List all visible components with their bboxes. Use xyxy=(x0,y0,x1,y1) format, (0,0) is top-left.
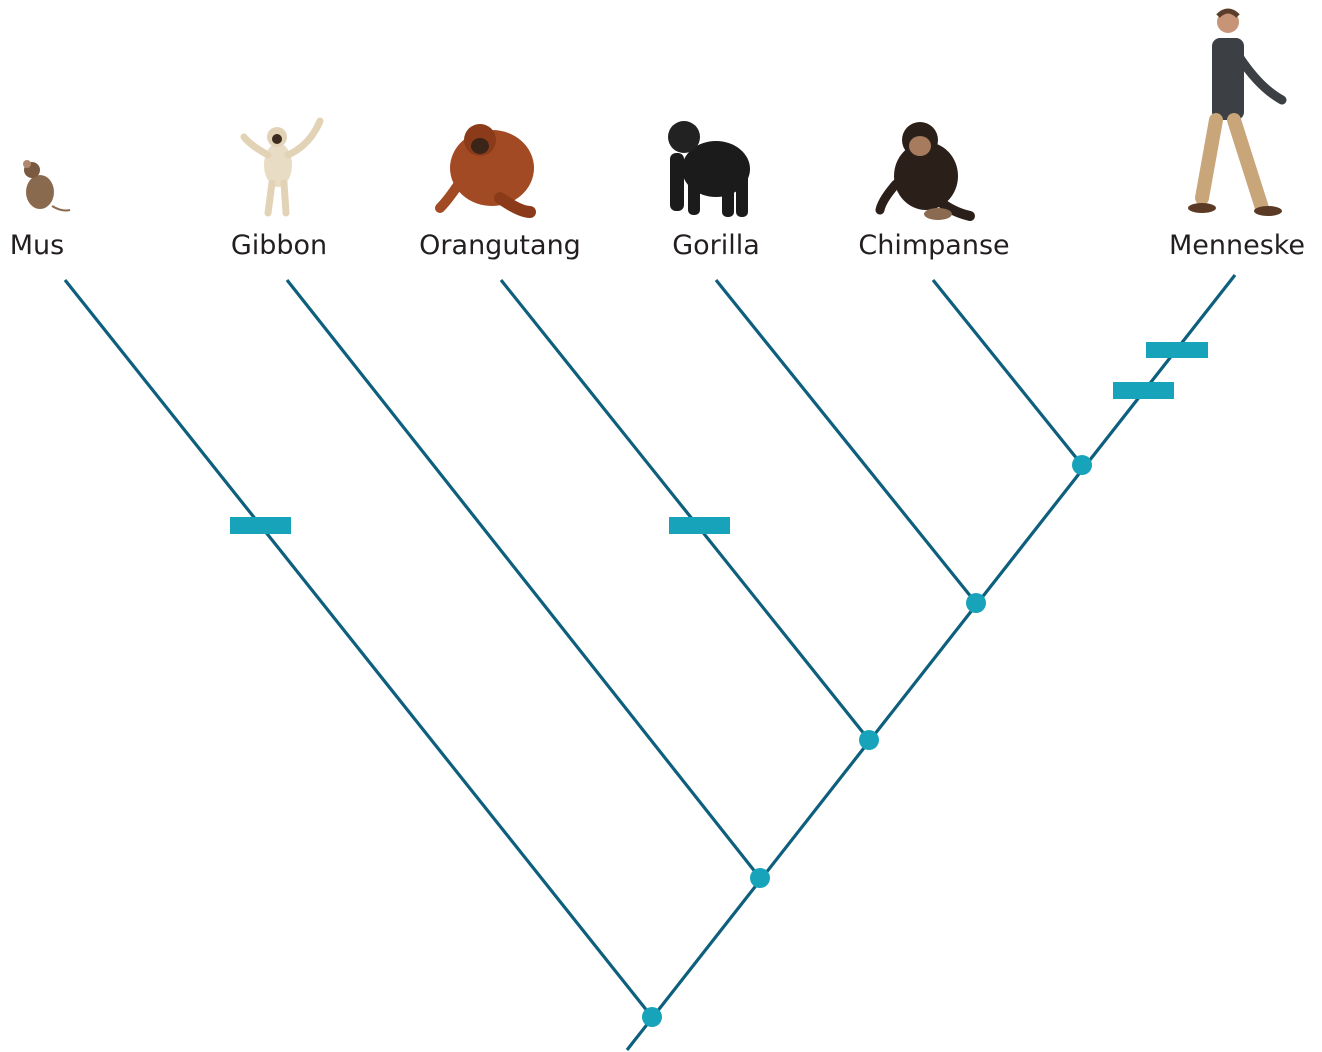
trait-marker-orangutang xyxy=(669,517,730,534)
gibbon-icon xyxy=(240,117,324,217)
gorilla-icon xyxy=(668,121,750,217)
branch-spine xyxy=(625,274,1237,1051)
label-menneske: Menneske xyxy=(1168,230,1306,261)
human-icon xyxy=(1188,8,1287,216)
trait-marker-menneske xyxy=(1113,382,1174,399)
node-dot xyxy=(750,868,770,888)
node-dot xyxy=(859,730,879,750)
label-mus: Mus xyxy=(9,230,65,261)
trait-marker-menneske xyxy=(1146,342,1208,358)
node-dot xyxy=(966,593,986,613)
label-chimpanse: Chimpanse xyxy=(858,230,1010,261)
branch-gorilla xyxy=(714,278,978,605)
orangutan-icon xyxy=(435,124,536,218)
label-orangutang: Orangutang xyxy=(419,230,581,261)
chimpanzee-icon xyxy=(875,122,975,221)
branch-mus xyxy=(63,279,654,1018)
trait-marker-mus xyxy=(230,517,291,534)
label-gorilla: Gorilla xyxy=(672,230,760,261)
branch-gibbon xyxy=(285,279,762,879)
branch-chimpanse xyxy=(931,278,1084,467)
label-gibbon: Gibbon xyxy=(230,230,328,261)
mouse-icon xyxy=(23,160,71,212)
node-dot xyxy=(642,1007,662,1027)
branch-orangutang xyxy=(499,279,871,741)
node-dot xyxy=(1072,455,1092,475)
